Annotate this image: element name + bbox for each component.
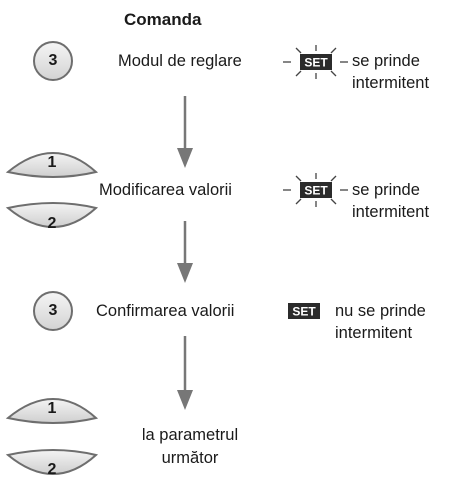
status-line2: intermitent — [352, 74, 430, 92]
page-title: Comanda — [124, 10, 202, 29]
button-1-arc[interactable] — [5, 152, 99, 178]
button-3[interactable]: 3 — [33, 291, 73, 331]
step-action-next-line1: la parametrul — [141, 426, 239, 444]
button-3-label: 3 — [48, 302, 58, 319]
set-icon: SET — [288, 303, 320, 319]
button-2-label: 2 — [48, 215, 57, 232]
flash-rays-icon — [283, 45, 348, 79]
step-action-next-line2: următor — [161, 449, 219, 467]
svg-text:SET: SET — [304, 184, 328, 198]
flash-rays-icon — [283, 173, 348, 207]
step-action-mode: Modul de reglare — [118, 52, 242, 70]
status-line1: nu se prinde — [335, 302, 426, 320]
status-line2: intermitent — [352, 203, 430, 221]
button-1-label: 1 — [48, 154, 57, 171]
set-icon: SET — [300, 182, 332, 198]
button-3[interactable]: 3 — [33, 41, 73, 81]
step-action-confirm: Confirmarea valorii — [96, 302, 235, 320]
status-line1: se prinde — [352, 52, 420, 70]
flow-arrow-3 — [177, 336, 193, 410]
flow-arrow-1 — [177, 96, 193, 168]
svg-text:SET: SET — [292, 305, 316, 319]
button-1-label: 1 — [48, 400, 57, 417]
button-2-arc[interactable] — [5, 449, 99, 475]
button-2-label: 2 — [48, 461, 57, 478]
button-2-arc[interactable] — [5, 202, 99, 228]
button-3-label: 3 — [48, 52, 58, 69]
flow-arrow-2 — [177, 221, 193, 283]
svg-text:SET: SET — [304, 56, 328, 70]
status-line1: se prinde — [352, 181, 420, 199]
step-action-modify: Modificarea valorii — [99, 181, 232, 199]
button-1-arc[interactable] — [5, 398, 99, 424]
set-icon: SET — [300, 54, 332, 70]
status-line2: intermitent — [335, 324, 413, 342]
